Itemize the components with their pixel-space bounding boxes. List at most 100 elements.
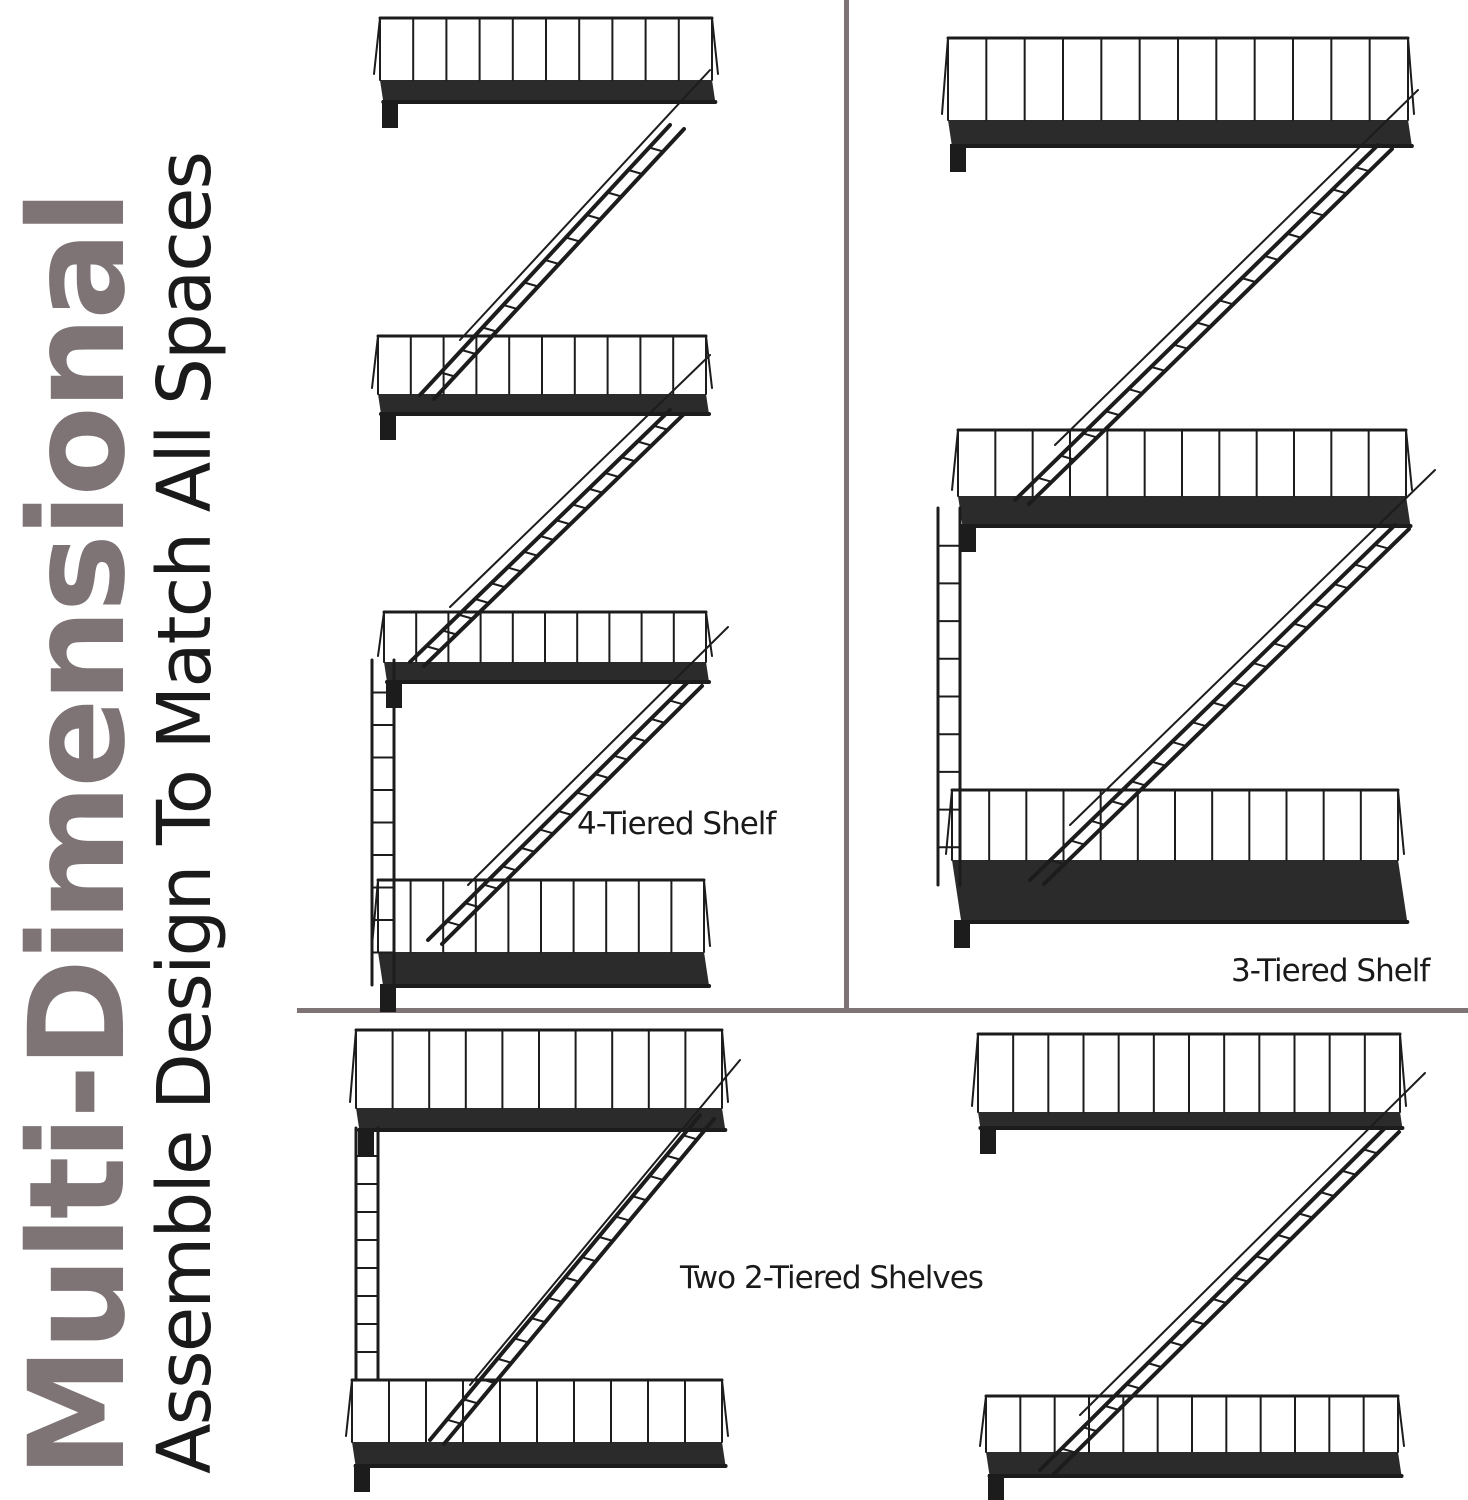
stair-step	[1059, 454, 1076, 461]
label-two-2-tiered-shelves: Two 2-Tiered Shelves	[680, 1260, 984, 1296]
stair-step	[523, 281, 540, 288]
label-4-tiered-shelf: 4-Tiered Shelf	[577, 806, 776, 842]
stair-step	[587, 487, 604, 494]
stair-step	[1195, 321, 1212, 328]
side-rail-left	[945, 789, 953, 855]
stair-step	[648, 146, 665, 153]
stair-step	[1036, 476, 1053, 483]
wall-bracket	[358, 1128, 374, 1156]
stair-step	[580, 1256, 597, 1263]
stair-handrail	[467, 626, 729, 886]
stair-step	[1069, 839, 1086, 846]
wall-bracket	[380, 984, 396, 1012]
stair-step	[555, 519, 572, 526]
stair-step	[441, 629, 458, 636]
tier-2	[371, 334, 713, 440]
divider-horizontal	[297, 1008, 1468, 1013]
stair-step	[1150, 365, 1167, 372]
stair-step	[1354, 166, 1371, 173]
stair-step	[1233, 1276, 1250, 1283]
stair-step	[1218, 299, 1235, 306]
stair-step	[649, 717, 666, 724]
shelf-floor	[352, 1442, 726, 1466]
side-ladder	[370, 658, 396, 987]
stair-step	[474, 598, 490, 604]
stair-step	[631, 1195, 648, 1202]
stair-step	[668, 699, 685, 706]
stair-step	[1172, 343, 1189, 350]
stair-step	[1333, 583, 1350, 590]
stair-step	[1146, 1362, 1163, 1369]
stair-step	[1292, 622, 1309, 629]
stair-step	[530, 1317, 547, 1324]
stair-step	[627, 169, 644, 175]
stair-step	[425, 645, 442, 652]
shelf-floor	[952, 860, 1408, 922]
stair-step	[1276, 1233, 1293, 1240]
shelf-floor	[986, 1452, 1402, 1476]
stair-step	[1104, 410, 1121, 417]
tier-1	[941, 36, 1415, 172]
stair-step	[1240, 277, 1257, 284]
divider-vertical	[844, 0, 849, 1008]
stair-step	[1168, 1340, 1185, 1347]
stair-step	[1319, 1191, 1336, 1198]
left-tier-1	[349, 1028, 729, 1156]
four-tier-shelf-drawing	[370, 16, 729, 1012]
stair-step	[1263, 254, 1280, 261]
stair-step	[539, 535, 555, 541]
left-stair	[428, 1059, 741, 1446]
wall-bracket	[950, 144, 966, 172]
three-tier-shelf-drawing	[936, 36, 1436, 948]
stair-step	[1272, 642, 1289, 649]
stair-step	[604, 472, 620, 478]
wall-bracket	[380, 412, 396, 440]
wall-bracket	[960, 524, 976, 552]
wall-bracket	[988, 1474, 1004, 1500]
side-rail-right	[721, 1379, 729, 1437]
wall-bracket	[382, 100, 398, 128]
stair-step	[502, 304, 519, 310]
stair-2	[1028, 469, 1436, 886]
left-tier-2	[345, 1378, 729, 1492]
wall-bracket	[954, 920, 970, 948]
stair-step	[513, 1337, 530, 1344]
shelf-floor	[948, 120, 1412, 146]
stair-step	[1082, 432, 1099, 439]
label-3-tiered-shelf: 3-Tiered Shelf	[1231, 953, 1430, 989]
stair-step	[479, 1378, 496, 1385]
stair-step	[1231, 681, 1248, 688]
stair-step	[665, 1154, 682, 1161]
shelf-floor	[384, 662, 709, 682]
stair-step	[636, 440, 653, 447]
stair-step	[1191, 721, 1208, 728]
stair-step	[585, 214, 602, 220]
stair-step	[1150, 760, 1167, 767]
stair-step	[1286, 232, 1303, 239]
stair-step	[445, 1418, 462, 1425]
side-rail-right	[711, 17, 719, 75]
stair-step	[594, 773, 611, 780]
shelf-floor	[978, 1112, 1403, 1128]
stair-step	[1297, 1212, 1314, 1219]
stair-step	[1060, 1447, 1077, 1454]
shelf-floor	[356, 1108, 726, 1130]
side-rail-left	[345, 1379, 353, 1437]
stair-step	[1340, 1169, 1357, 1176]
stair-handrail	[459, 69, 711, 341]
stair-step	[501, 865, 518, 872]
side-rail-left	[373, 17, 381, 75]
tier-1	[373, 16, 719, 128]
side-rail-right	[1407, 37, 1415, 115]
stair-handrail	[1069, 469, 1436, 826]
left-side-ladder	[354, 1126, 380, 1382]
stair-step	[564, 1276, 580, 1283]
shelf-floor	[380, 80, 716, 102]
stair-handrail	[1054, 89, 1419, 446]
stair-step	[1049, 859, 1066, 866]
stair-step	[1252, 662, 1269, 669]
tier-3	[377, 610, 713, 708]
side-rail-left	[971, 1033, 979, 1107]
stair-handrail	[1079, 1072, 1426, 1416]
